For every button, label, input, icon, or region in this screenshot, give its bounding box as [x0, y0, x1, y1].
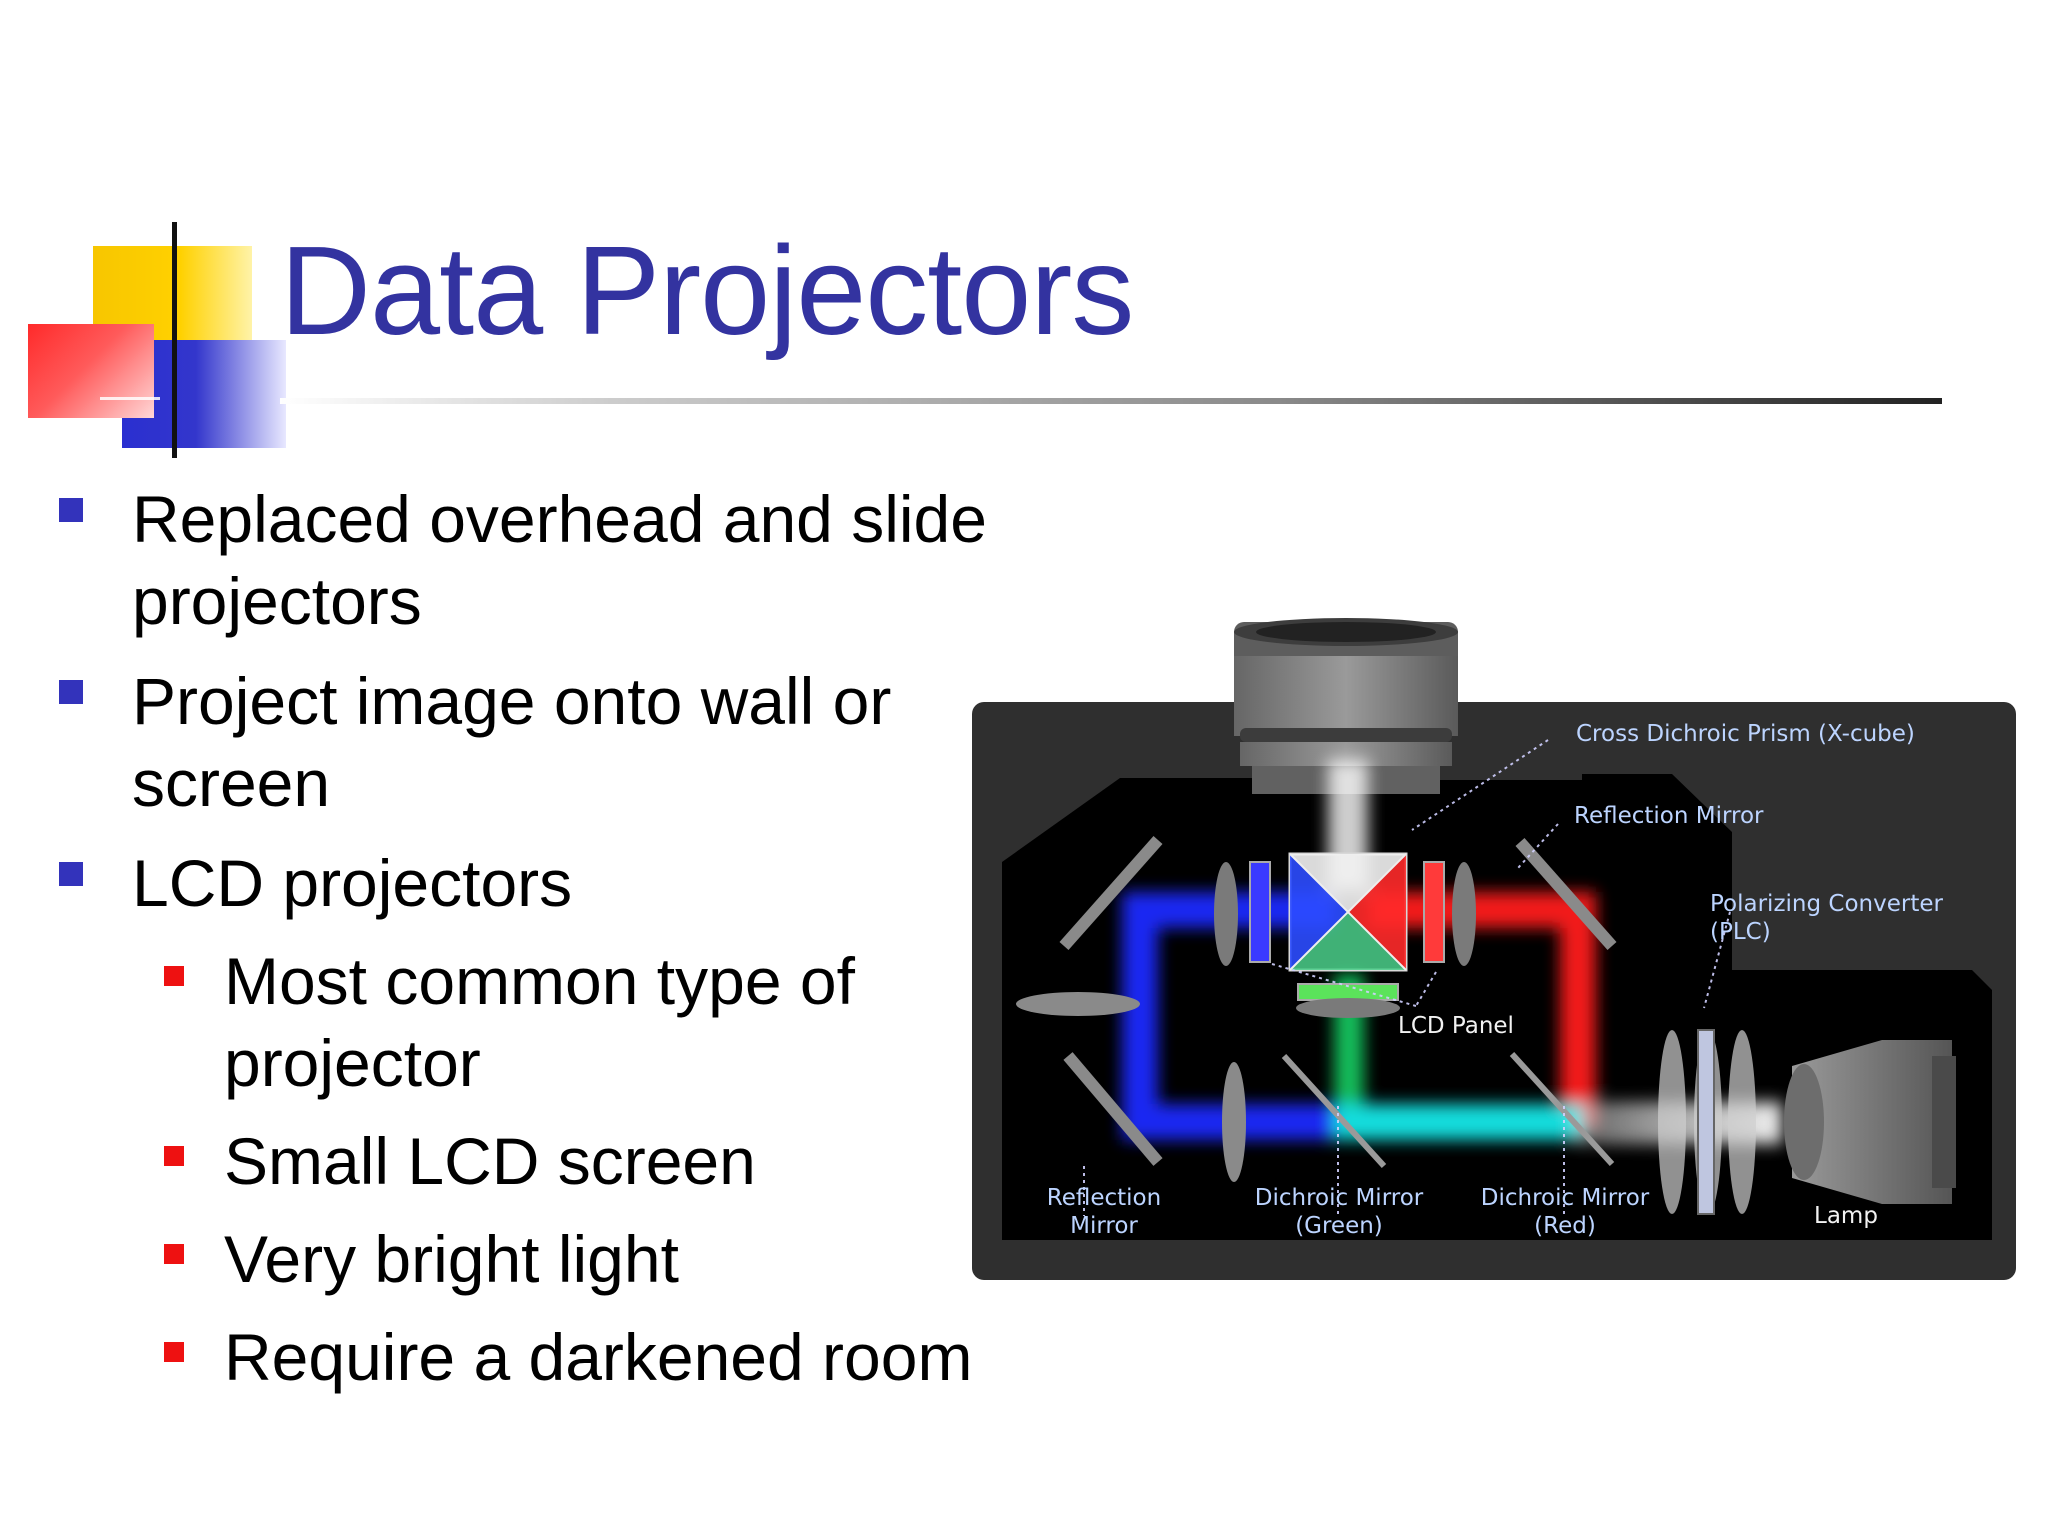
label-lamp: Lamp: [1814, 1203, 1878, 1229]
sub-bullet-text: Very bright light: [224, 1222, 679, 1296]
decorative-logo: [0, 0, 320, 480]
bullet-item: Project image onto wall or screen: [56, 660, 1002, 824]
dichroic-mirror-green: [1281, 1053, 1387, 1169]
sub-bullet-list: Most common type of projector Small LCD …: [56, 940, 1016, 1414]
reflection-mirror-top-right: [1515, 838, 1617, 950]
lcd-panel-red: [1423, 861, 1445, 963]
label-polarizing-converter-plc: (PLC): [1710, 919, 1771, 945]
reflection-mirror-bottom-left: [1063, 1052, 1163, 1166]
x-cube-prism: [1288, 852, 1408, 972]
red-square-bullet-icon: [164, 1244, 184, 1264]
blue-square-bullet-icon: [59, 680, 83, 704]
label-line: (Red): [1534, 1213, 1596, 1239]
label-line: Dichroic Mirror: [1480, 1185, 1650, 1211]
sub-bullet-text: Small LCD screen: [224, 1124, 756, 1198]
red-square-bullet-icon: [164, 1342, 184, 1362]
short-horizontal-line: [100, 397, 160, 400]
label-dichroic-mirror-green: Dichroic Mirror (Green): [1244, 1184, 1434, 1240]
sub-bullet-item: Most common type of projector: [56, 940, 876, 1104]
label-reflection-mirror-top: Reflection Mirror: [1574, 803, 1764, 829]
bullet-item: Replaced overhead and slide projectors: [56, 478, 1062, 642]
red-square-bullet-icon: [164, 1146, 184, 1166]
label-reflection-mirror-bottom: Reflection Mirror: [1044, 1184, 1164, 1240]
bullet-text: Project image onto wall or screen: [132, 664, 892, 820]
projector-diagram-graphic: [972, 618, 2016, 1280]
sub-bullet-item: Very bright light: [56, 1218, 1016, 1300]
sub-bullet-text: Most common type of projector: [224, 944, 855, 1100]
label-cross-dichroic-prism: Cross Dichroic Prism (X-cube): [1576, 721, 1915, 747]
bullet-item: LCD projectors: [56, 842, 1016, 924]
label-line: Reflection: [1046, 1185, 1162, 1211]
bullet-text: Replaced overhead and slide projectors: [132, 482, 987, 638]
red-square: [28, 324, 154, 418]
title-underline: [280, 398, 1942, 404]
sub-bullet-text: Require a darkened room: [224, 1320, 973, 1394]
lcd-panel-blue: [1249, 861, 1271, 963]
label-line: (Green): [1295, 1213, 1383, 1239]
blue-square-bullet-icon: [59, 498, 83, 522]
sub-bullet-item: Small LCD screen: [56, 1120, 1016, 1202]
vertical-line: [172, 222, 177, 458]
lamp-assembly: [1658, 1029, 1956, 1215]
sub-bullet-item: Require a darkened room: [56, 1316, 1016, 1398]
bullet-text: LCD projectors: [132, 846, 573, 920]
cyan-beam: [1334, 1104, 1584, 1140]
bullet-list: Replaced overhead and slide projectors P…: [56, 478, 1016, 924]
red-square-bullet-icon: [164, 966, 184, 986]
label-polarizing-converter: Polarizing Converter: [1710, 891, 1943, 917]
slide-title: Data Projectors: [280, 220, 1134, 361]
label-line: Dichroic Mirror: [1254, 1185, 1424, 1211]
reflection-mirror-top-left: [1059, 836, 1163, 950]
label-line: Mirror: [1070, 1213, 1138, 1239]
blue-square-bullet-icon: [59, 862, 83, 886]
lcd-projector-diagram: Cross Dichroic Prism (X-cube) Reflection…: [972, 610, 2016, 1280]
dichroic-mirror-red: [1509, 1051, 1615, 1167]
blue-beam: [1122, 892, 1158, 1140]
label-lcd-panel: LCD Panel: [1398, 1013, 1514, 1039]
label-dichroic-mirror-red: Dichroic Mirror (Red): [1470, 1184, 1660, 1240]
